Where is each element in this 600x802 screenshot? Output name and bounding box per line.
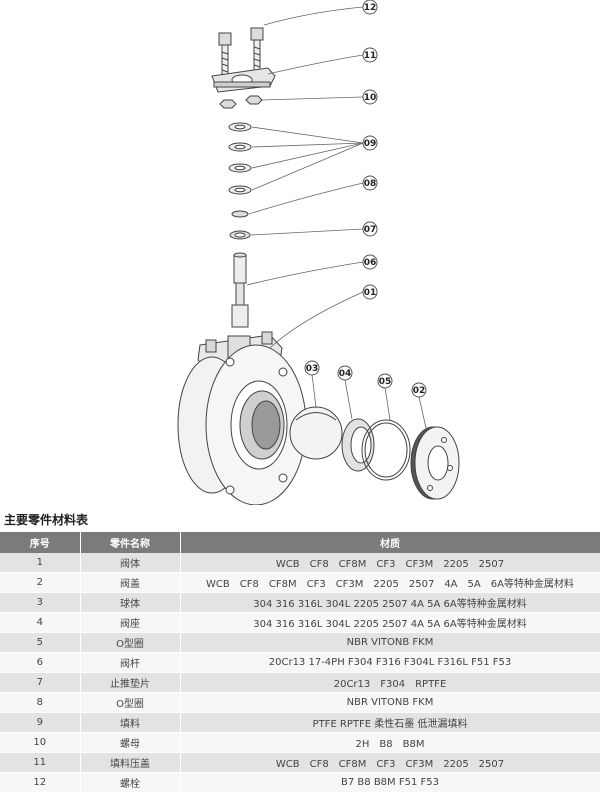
cell-no: 6: [0, 652, 81, 673]
svg-text:11: 11: [364, 51, 377, 61]
header-name: 零件名称: [80, 532, 181, 553]
svg-text:03: 03: [306, 364, 319, 374]
nuts: [219, 95, 263, 109]
cell-material: 304 316 316L 304L 2205 2507 4A 5A 6A等特种金…: [180, 592, 600, 613]
cell-material: PTFE RPTFE 柔性石墨 低泄漏填料: [180, 712, 600, 733]
end-cap: [410, 426, 460, 500]
cell-no: 3: [0, 592, 81, 613]
svg-text:04: 04: [339, 369, 352, 379]
cell-material: NBR VITONB FKM: [180, 692, 600, 713]
cell-part-name: 止推垫片: [80, 672, 181, 693]
callout-07: 07: [362, 221, 378, 237]
packing-gland: [211, 67, 276, 93]
cell-material: 20Cr13 17-4PH F304 F316 F304L F316L F51 …: [180, 652, 600, 673]
callout-03: 03: [304, 360, 320, 376]
bolt-left: [218, 32, 232, 79]
cell-no: 8: [0, 692, 81, 713]
cell-material: 2H B8 B8M: [180, 732, 600, 753]
svg-text:01: 01: [364, 288, 377, 298]
cell-part-name: O型圈: [80, 632, 181, 653]
cell-material: 304 316 316L 304L 2205 2507 4A 5A 6A等特种金…: [180, 612, 600, 633]
cell-part-name: 阀体: [80, 553, 181, 573]
cell-part-name: 螺母: [80, 732, 181, 753]
callout-09: 09: [362, 135, 378, 151]
cell-no: 2: [0, 572, 81, 593]
callout-01: 01: [362, 284, 378, 300]
header-material: 材质: [180, 532, 600, 553]
table-header-row: 序号 零件名称 材质: [0, 532, 600, 553]
cell-part-name: 阀座: [80, 612, 181, 633]
cell-part-name: 螺栓: [80, 772, 181, 793]
cell-part-name: 填料压盖: [80, 752, 181, 773]
valve-seat: [341, 418, 375, 472]
cell-part-name: 阀杆: [80, 652, 181, 673]
svg-text:07: 07: [364, 225, 377, 235]
packing-rings: [228, 122, 252, 195]
svg-text:02: 02: [413, 386, 426, 396]
valve-ball: [289, 406, 343, 460]
svg-text:09: 09: [364, 139, 377, 149]
callout-02: 02: [411, 382, 427, 398]
cell-material: WCB CF8 CF8M CF3 CF3M 2205 2507 4A 5A 6A…: [180, 572, 600, 593]
cell-part-name: 球体: [80, 592, 181, 613]
valve-body: [177, 331, 307, 505]
cell-no: 7: [0, 672, 81, 693]
svg-text:08: 08: [364, 179, 377, 189]
bolt-right: [250, 27, 264, 74]
cell-part-name: 阀盖: [80, 572, 181, 593]
valve-stem: [231, 252, 249, 328]
cell-no: 1: [0, 553, 81, 573]
header-no: 序号: [0, 532, 81, 553]
leader-lines: [246, 6, 427, 429]
cell-material: 20Cr13 F304 RPTFE: [180, 672, 600, 693]
cell-material: B7 B8 B8M F51 F53: [180, 772, 600, 793]
cell-no: 10: [0, 732, 81, 753]
callout-05: 05: [377, 373, 393, 389]
stem-o-ring: [231, 210, 249, 218]
svg-text:05: 05: [379, 377, 392, 387]
cell-no: 4: [0, 612, 81, 633]
callouts: 12 11 10 09 08 07 06 01 03 04 05 02: [304, 0, 427, 398]
callout-04: 04: [337, 365, 353, 381]
callout-10: 10: [362, 89, 378, 105]
callout-08: 08: [362, 175, 378, 191]
table-title: 主要零件材料表: [4, 513, 89, 527]
cell-part-name: O型圈: [80, 692, 181, 713]
cell-material: WCB CF8 CF8M CF3 CF3M 2205 2507: [180, 752, 600, 773]
cell-no: 9: [0, 712, 81, 733]
cell-no: 11: [0, 752, 81, 773]
callout-06: 06: [362, 254, 378, 270]
cell-material: WCB CF8 CF8M CF3 CF3M 2205 2507: [180, 553, 600, 573]
cell-no: 5: [0, 632, 81, 653]
body-o-ring: [361, 419, 411, 481]
exploded-valve-diagram: 12 11 10 09 08 07 06 01 03 04 05 02: [177, 0, 460, 505]
callout-12: 12: [362, 0, 378, 15]
cell-material: NBR VITONB FKM: [180, 632, 600, 653]
cell-no: 12: [0, 772, 81, 793]
cell-part-name: 填料: [80, 712, 181, 733]
svg-text:12: 12: [364, 3, 377, 13]
svg-text:06: 06: [364, 258, 377, 268]
callout-11: 11: [362, 47, 378, 63]
svg-text:10: 10: [364, 93, 377, 103]
thrust-washer: [229, 230, 251, 240]
